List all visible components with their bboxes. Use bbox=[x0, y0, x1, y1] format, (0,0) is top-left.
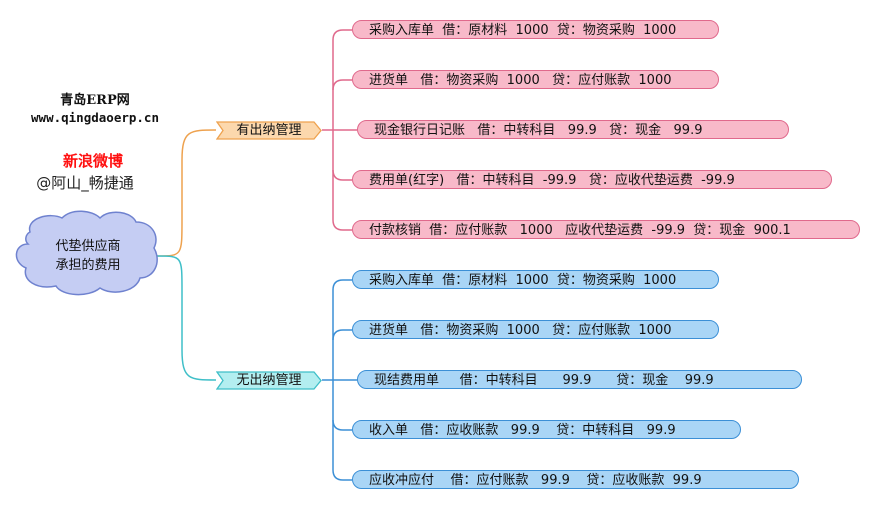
branch-label: 无出纳管理 bbox=[236, 373, 302, 388]
connector-branch-2-children bbox=[322, 279, 357, 481]
branch-shape bbox=[216, 371, 322, 390]
entry-node[interactable]: 费用单(红字) 借：中转科目 -99.9 贷：应收代垫运费 -99.9 bbox=[352, 170, 832, 189]
root-line-2: 承担的费用 bbox=[55, 258, 121, 273]
branch-shape bbox=[216, 121, 322, 140]
connector-branch-1-children bbox=[322, 29, 357, 231]
weibo-handle: @阿山_畅捷通 bbox=[36, 174, 134, 192]
entry-node[interactable]: 应收冲应付 借：应付账款 99.9 贷：应收账款 99.9 bbox=[352, 470, 799, 489]
entry-node[interactable]: 采购入库单 借：原材料 1000 贷：物资采购 1000 bbox=[352, 20, 719, 39]
root-node[interactable]: 代垫供应商 承担的费用 bbox=[30, 237, 146, 275]
entry-node[interactable]: 现结费用单 借：中转科目 99.9 贷：现金 99.9 bbox=[357, 370, 802, 389]
site-name: 青岛ERP网 bbox=[60, 93, 130, 108]
entry-node[interactable]: 付款核销 借：应付账款 1000 应收代垫运费 -99.9 贷：现金 900.1 bbox=[352, 220, 860, 239]
branch-without-cashier[interactable]: 无出纳管理 bbox=[216, 371, 322, 390]
entry-node[interactable]: 现金银行日记账 借：中转科目 99.9 贷：现金 99.9 bbox=[357, 120, 789, 139]
site-url: www.qingdaoerp.cn bbox=[31, 110, 159, 125]
connector-root-to-branch-2 bbox=[156, 255, 217, 381]
entry-node[interactable]: 收入单 借：应收账款 99.9 贷：中转科目 99.9 bbox=[352, 420, 741, 439]
branch-with-cashier[interactable]: 有出纳管理 bbox=[216, 121, 322, 140]
weibo-label: 新浪微博 bbox=[62, 152, 123, 170]
branch-label: 有出纳管理 bbox=[236, 123, 302, 138]
root-line-1: 代垫供应商 bbox=[55, 239, 121, 254]
entry-node[interactable]: 进货单 借：物资采购 1000 贷：应付账款 1000 bbox=[352, 320, 719, 339]
entry-node[interactable]: 进货单 借：物资采购 1000 贷：应付账款 1000 bbox=[352, 70, 719, 89]
entry-node[interactable]: 采购入库单 借：原材料 1000 贷：物资采购 1000 bbox=[352, 270, 719, 289]
root-cloud-shape bbox=[15, 210, 158, 296]
connector-root-to-branch-1 bbox=[156, 129, 217, 257]
